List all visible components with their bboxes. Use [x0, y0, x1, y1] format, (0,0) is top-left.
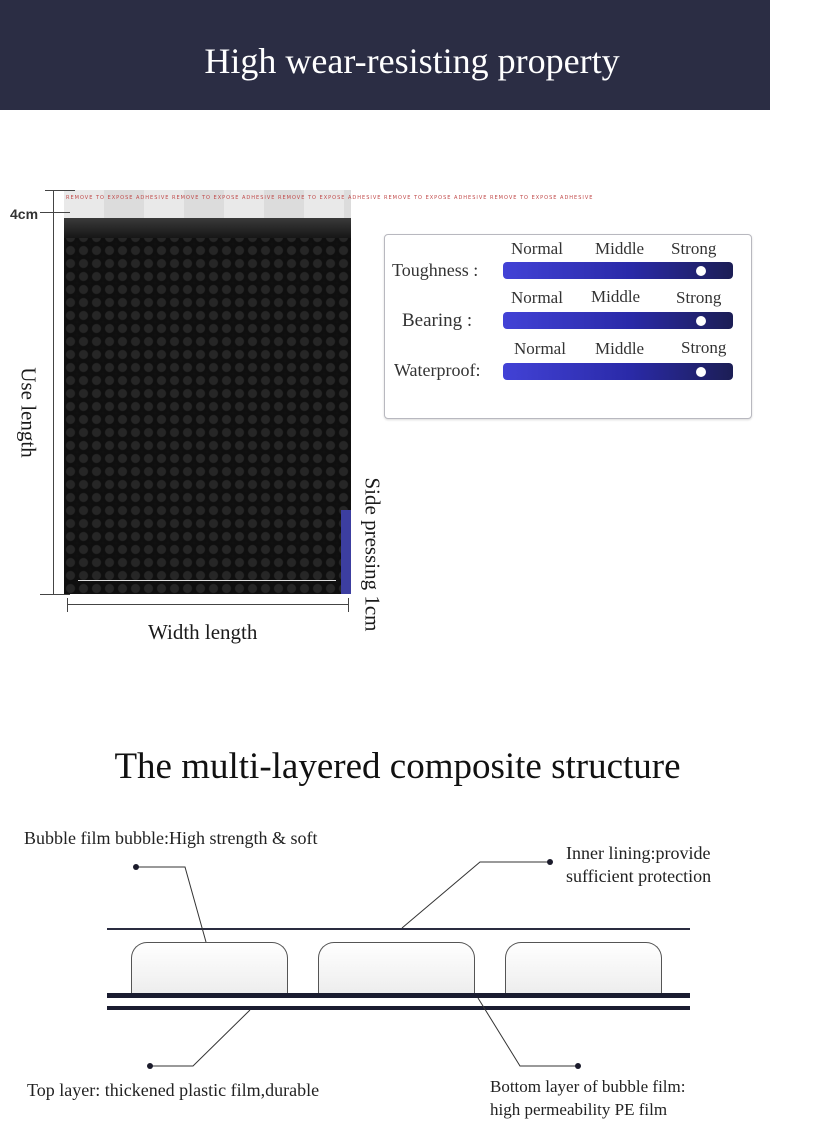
structure-title: The multi-layered composite structure	[114, 746, 681, 787]
bottom-layer-annotation-line1: Bottom layer of bubble film:	[490, 1077, 686, 1096]
waterproof-bar	[503, 363, 733, 380]
adhesive-strip: REMOVE TO EXPOSE ADHESIVE REMOVE TO EXPO…	[64, 190, 592, 218]
bubble-film-annotation: Bubble film bubble:High strength & soft	[24, 828, 318, 848]
level-middle-label: Middle	[591, 287, 641, 306]
level-normal-label: Normal	[511, 288, 563, 307]
bubble-cell	[318, 942, 475, 997]
bubble-film-base-layer	[107, 993, 690, 998]
level-middle-label: Middle	[595, 339, 645, 358]
bubble-film-leader	[136, 866, 207, 943]
leader-lines	[136, 861, 578, 1067]
waterproof-label: Waterproof:	[394, 360, 481, 380]
dim-tick-bottom	[40, 594, 70, 595]
level-normal-label: Normal	[511, 239, 563, 258]
toughness-bar	[503, 262, 733, 279]
inner-lining-leader	[401, 861, 550, 929]
inner-lining-annotation-line1: Inner lining:provide	[566, 843, 711, 863]
level-normal-label: Normal	[514, 339, 566, 358]
level-strong-label: Strong	[676, 288, 722, 307]
mailer-seal	[64, 218, 351, 238]
dim-tick-flap	[40, 212, 70, 213]
inner-lining-leader-dot	[547, 859, 553, 865]
width-guide-line	[78, 580, 336, 581]
bubble-cell	[505, 942, 662, 997]
height-dimension-line	[53, 190, 54, 594]
width-tick-left	[67, 598, 68, 612]
adhesive-strip-text: REMOVE TO EXPOSE ADHESIVE REMOVE TO EXPO…	[66, 195, 594, 201]
dim-tick-top	[45, 190, 75, 191]
top-layer-annotation: Top layer: thickened plastic film,durabl…	[27, 1080, 320, 1100]
bearing-bar	[503, 312, 733, 329]
side-seal-edge	[341, 510, 351, 594]
bearing-knob	[696, 316, 706, 326]
flap-height-label: 4cm	[10, 206, 39, 222]
bubble-surface	[64, 218, 351, 594]
bubble-mailer-image: REMOVE TO EXPOSE ADHESIVE REMOVE TO EXPO…	[64, 190, 592, 594]
inner-lining-layer	[107, 928, 690, 930]
inner-lining-annotation-line2: sufficient protection	[566, 866, 712, 886]
bubble-cell	[131, 942, 288, 997]
width-length-label: Width length	[148, 620, 258, 644]
top-plastic-layer	[107, 1006, 690, 1010]
waterproof-knob	[696, 367, 706, 377]
top-layer-leader-dot	[147, 1063, 153, 1069]
property-rating-card: Normal Middle Strong Toughness : Normal …	[384, 234, 752, 419]
bearing-label: Bearing :	[402, 310, 473, 331]
level-middle-label: Middle	[595, 239, 645, 258]
bottom-layer-leader-dot	[575, 1063, 581, 1069]
width-dimension-line	[67, 604, 348, 605]
page-title: High wear-resisting property	[204, 41, 620, 81]
bubble-film-leader-dot	[133, 864, 139, 870]
bottom-layer-annotation-line2: high permeability PE film	[490, 1100, 668, 1119]
header-banner: High wear-resisting property	[0, 0, 770, 110]
width-tick-right	[348, 598, 349, 612]
bottom-layer-leader	[477, 997, 578, 1067]
top-layer-leader	[150, 1009, 251, 1067]
level-strong-label: Strong	[681, 338, 727, 357]
toughness-knob	[696, 266, 706, 276]
level-strong-label: Strong	[671, 239, 717, 258]
toughness-label: Toughness :	[392, 260, 479, 280]
